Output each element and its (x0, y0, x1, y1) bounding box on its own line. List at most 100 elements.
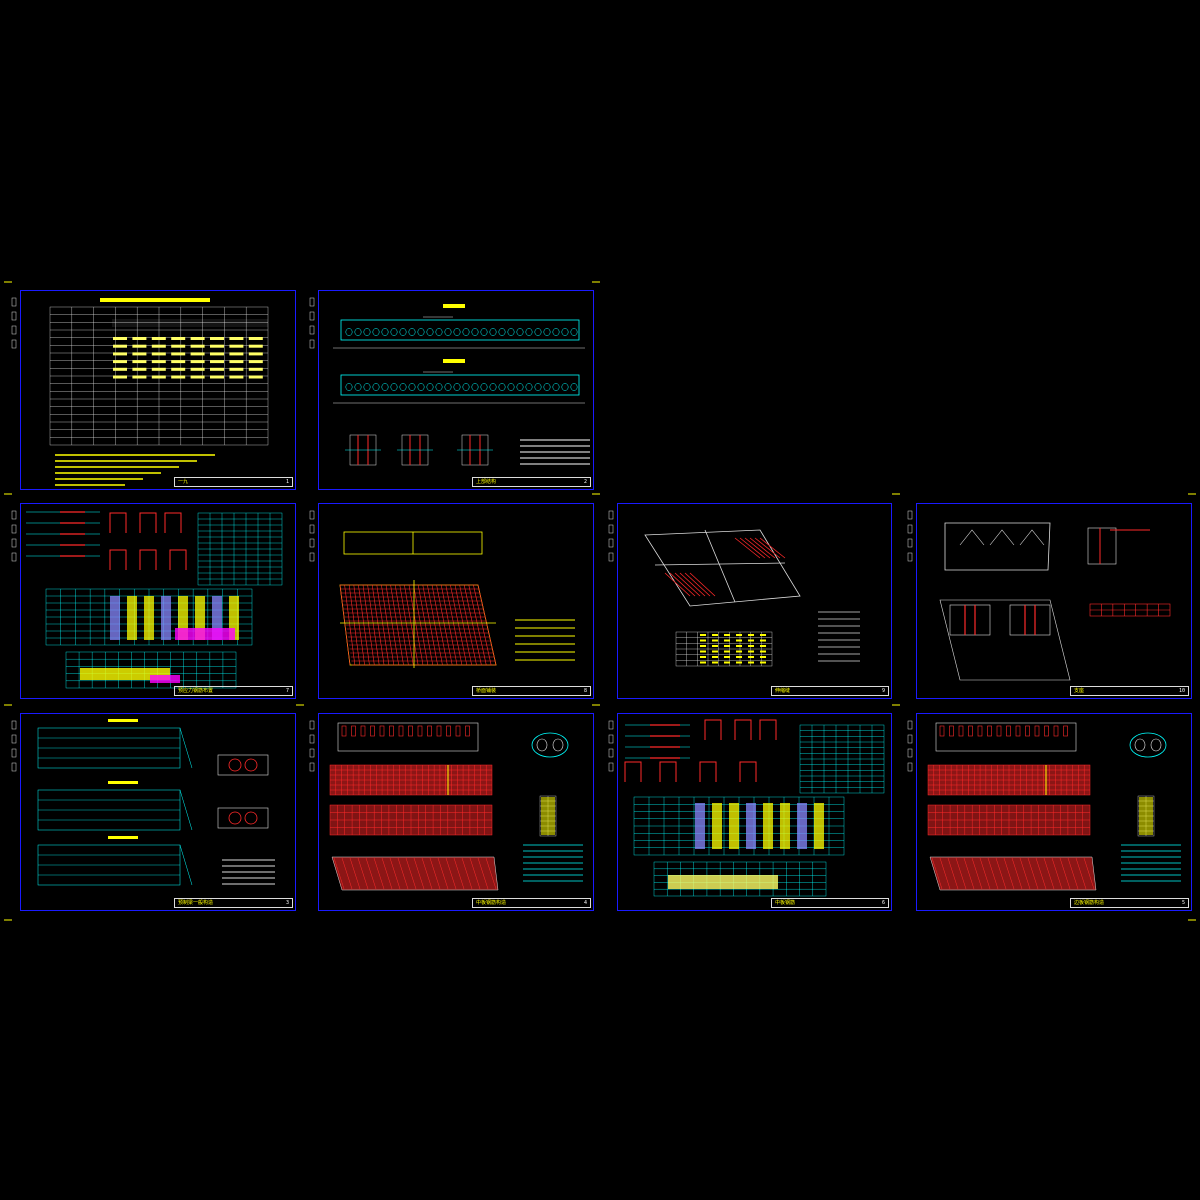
drawing-line (955, 857, 967, 890)
sheet-number: 6 (881, 900, 885, 906)
drawing-rect (190, 337, 205, 340)
sheet-title: 预制梁一般构造 (178, 900, 214, 906)
drawing-rect (11, 339, 17, 349)
drawing-rect (309, 311, 315, 321)
drawing-circle (462, 328, 470, 336)
drawing-rect (195, 596, 205, 640)
drawing-rect (113, 375, 127, 379)
drawing-rect (229, 337, 244, 340)
drawing-rect (248, 360, 263, 364)
drawing-rect (700, 645, 706, 647)
drawing-rect (309, 748, 315, 758)
drawing-circle (507, 383, 515, 391)
drawing-rect (748, 661, 754, 664)
sheet-number: 3 (285, 900, 289, 906)
drawing-circle (534, 383, 542, 391)
drawing-line (1011, 857, 1023, 890)
drawing-line (979, 857, 991, 890)
drawing-circle (453, 328, 461, 336)
drawing-rect (443, 359, 465, 363)
drawing-rect (928, 765, 1090, 795)
sheet-5-rebar (927, 722, 1181, 891)
drawing-rect (736, 656, 742, 658)
drawing-circle (228, 758, 242, 772)
drawing-rect (608, 762, 614, 772)
drawing-rect (11, 720, 17, 730)
drawing-line (739, 537, 766, 559)
drawing-rect (210, 375, 224, 379)
drawing-rect (108, 836, 138, 839)
drawing-rect (113, 337, 127, 340)
drawing-path (1019, 529, 1045, 546)
drawing-rect (132, 337, 147, 340)
drawing-line (179, 727, 193, 769)
drawing-line (744, 537, 771, 559)
drawing-line (477, 857, 489, 890)
drawing-circle (390, 383, 398, 391)
drawing-rect (309, 510, 315, 520)
drawing-rect (668, 875, 778, 889)
drawing-rect (1034, 725, 1040, 737)
side-stamp (11, 297, 17, 349)
drawing-circle (489, 383, 497, 391)
drawing-rect (748, 656, 754, 658)
drawing-rect (760, 661, 766, 664)
drawing-rect (337, 722, 479, 752)
drawing-rect (700, 650, 706, 653)
drawing-rect (928, 805, 1090, 835)
drawing-rect (443, 304, 465, 308)
drawing-rect (1139, 797, 1153, 835)
drawing-circle (1150, 738, 1162, 752)
drawing-line (179, 844, 193, 886)
drawing-line (1027, 857, 1039, 890)
drawing-line (405, 857, 417, 890)
drawing-rect (1087, 527, 1117, 565)
drawing-rect (190, 352, 205, 356)
drawing-circle (244, 758, 258, 772)
sheet-number: 1 (285, 479, 289, 485)
drawing-rect (248, 352, 263, 356)
drawing-line (397, 857, 409, 890)
drawing-circle (462, 383, 470, 391)
drawing-line (421, 857, 433, 890)
drawing-rect (446, 725, 451, 737)
side-stamp (907, 720, 913, 772)
drawing-rect (724, 650, 730, 653)
drawing-rect (1015, 725, 1021, 737)
drawing-line (684, 572, 711, 597)
drawing-rect (171, 337, 186, 340)
drawing-path (759, 719, 777, 740)
sheet-number: 2 (583, 479, 587, 485)
side-stamp (11, 720, 17, 772)
drawing-circle (561, 328, 569, 336)
drawing-line (429, 857, 441, 890)
drawing-rect (760, 656, 766, 658)
drawing-circle (354, 328, 362, 336)
drawing-rect (171, 344, 186, 348)
drawing-line (453, 857, 465, 890)
drawing-line (389, 857, 401, 890)
sheet-2-sections (333, 304, 590, 466)
drawing-rect (541, 797, 555, 835)
side-stamp (608, 510, 614, 562)
drawing-circle (507, 328, 515, 336)
drawing-rect (398, 725, 404, 737)
drawing-rect (309, 720, 315, 730)
drawing-line (734, 537, 761, 559)
drawing-rect (1006, 725, 1011, 737)
drawing-rect (360, 725, 366, 737)
drawing-rect (330, 805, 492, 835)
drawing-rect (210, 352, 224, 356)
drawing-circle (444, 328, 452, 336)
drawing-circle (471, 383, 479, 391)
drawing-rect (608, 524, 614, 534)
drawing-line (1003, 857, 1015, 890)
drawing-rect (760, 645, 766, 647)
drawing-rect (907, 748, 913, 758)
sheet-number: 7 (285, 688, 289, 694)
